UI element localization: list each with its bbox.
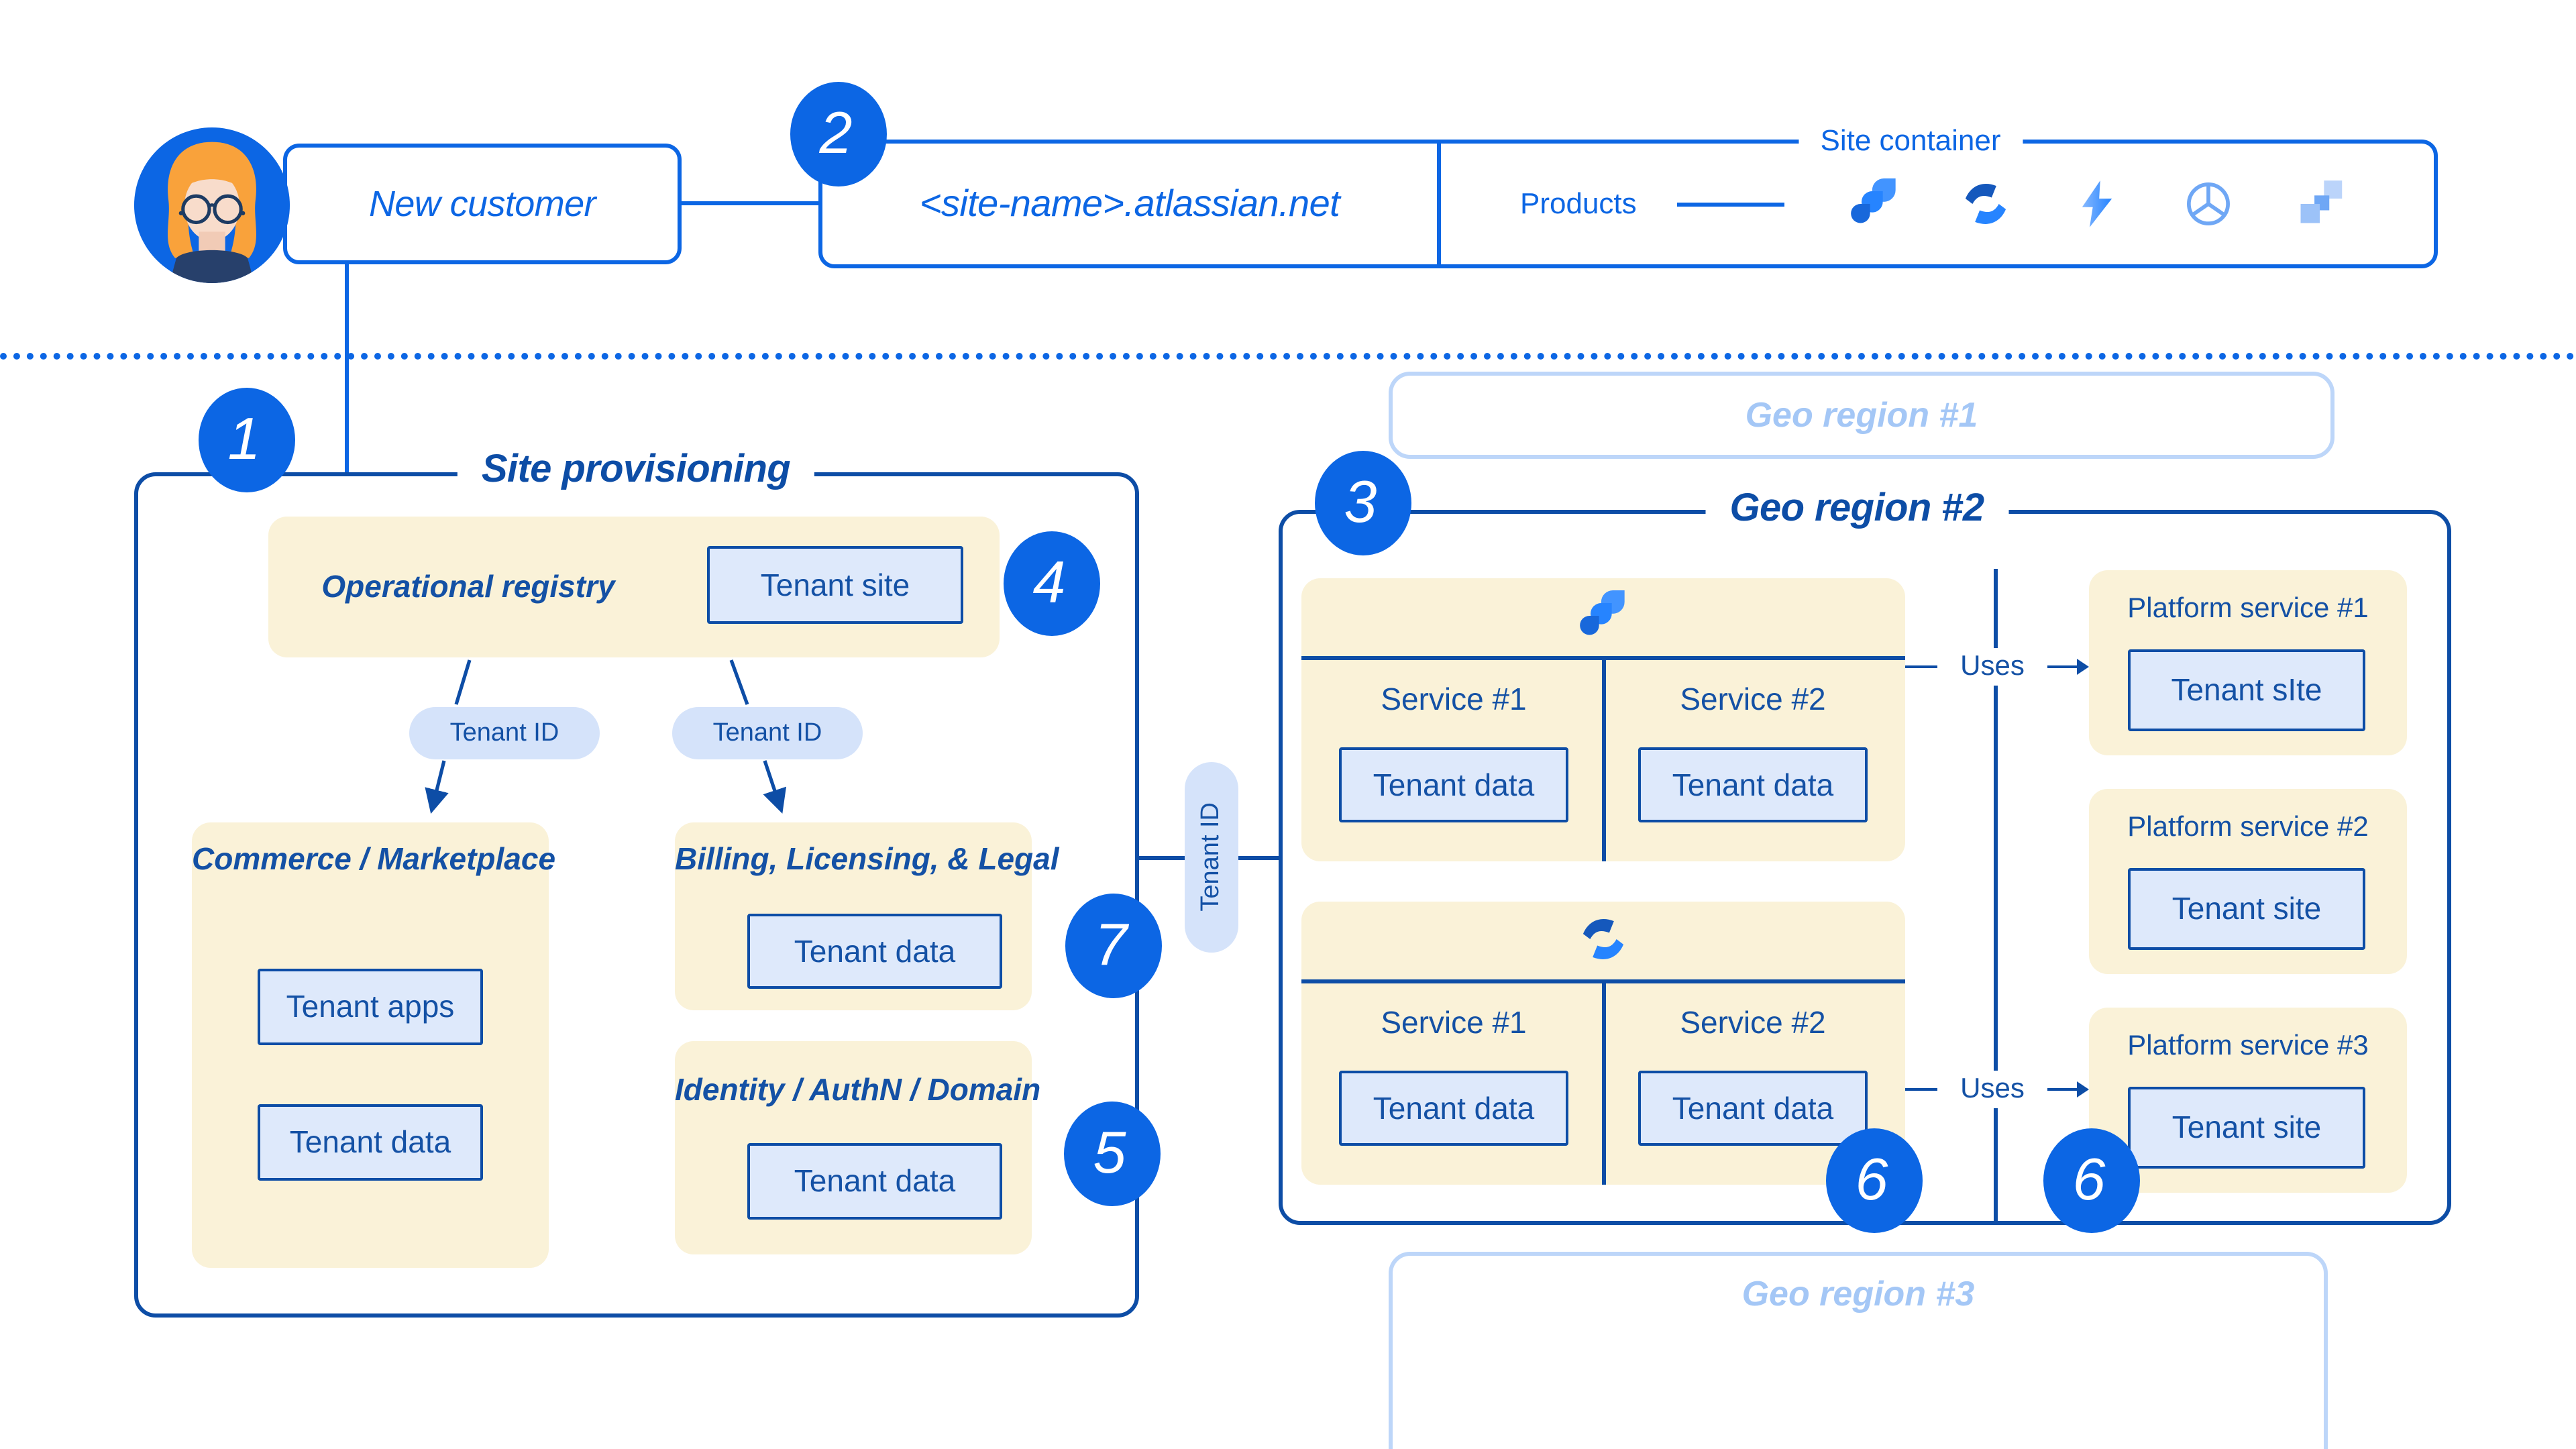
commerce-tenant-data-box: Tenant data bbox=[258, 1104, 483, 1181]
confluence-service-1-tenant-data-box: Tenant data bbox=[1339, 1071, 1568, 1146]
jira-icon bbox=[1580, 590, 1625, 635]
operational-registry-title: Operational registry bbox=[321, 569, 615, 604]
step-badge-5: 5 bbox=[1064, 1102, 1161, 1206]
uses-connector-bottom: Uses bbox=[1905, 1068, 2089, 1111]
platform-service-3-tenant-site-box: Tenant site bbox=[2128, 1087, 2365, 1169]
geo-region-1-box: Geo region #1 bbox=[1389, 372, 2334, 459]
confluence-service-1-label: Service #1 bbox=[1381, 1005, 1527, 1040]
products-label: Products bbox=[1520, 186, 1637, 220]
step-badge-2: 2 bbox=[790, 82, 887, 186]
geo-region-3-label: Geo region #3 bbox=[1741, 1273, 1975, 1313]
confluence-services-header-line bbox=[1301, 979, 1905, 983]
uses-label: Uses bbox=[1953, 1071, 2031, 1108]
step-badge-6b: 6 bbox=[2043, 1128, 2140, 1233]
step-badge-3: 3 bbox=[1315, 451, 1411, 555]
jira-service-2-label: Service #2 bbox=[1680, 682, 1826, 716]
uses-label: Uses bbox=[1953, 648, 2031, 686]
region-separator-dotted-line bbox=[0, 353, 2576, 360]
platform-service-1-tenant-site-box: Tenant sIte bbox=[2128, 649, 2365, 731]
uses-arrow-icon bbox=[2047, 659, 2089, 675]
site-container-label: Site container bbox=[1799, 123, 2023, 158]
statuspage-icon bbox=[2186, 182, 2230, 225]
platform-service-2-title: Platform service #2 bbox=[2127, 812, 2369, 843]
geo-region-2-title: Geo region #2 bbox=[1705, 487, 2008, 531]
new-customer-label: New customer bbox=[369, 183, 596, 223]
identity-tenant-data-box: Tenant data bbox=[747, 1143, 1002, 1220]
products-dash-line bbox=[1676, 202, 1784, 206]
commerce-marketplace-title: Commerce / Marketplace bbox=[192, 841, 556, 876]
confluence-icon bbox=[1582, 919, 1624, 959]
geo-region-1-label: Geo region #1 bbox=[1745, 394, 1978, 435]
uses-connector-top: Uses bbox=[1905, 645, 2089, 688]
site-container-box: <site-name>.atlassian.net Products bbox=[818, 123, 2438, 268]
customer-to-site-line bbox=[679, 201, 821, 205]
step-badge-4: 4 bbox=[1004, 531, 1100, 636]
step-badge-1: 1 bbox=[199, 388, 295, 492]
blocks-icon bbox=[2300, 180, 2342, 223]
commerce-marketplace-box bbox=[192, 822, 549, 1268]
commerce-tenant-apps-box: Tenant apps bbox=[258, 969, 483, 1045]
uses-dash-line bbox=[1905, 665, 1937, 669]
billing-licensing-legal-title: Billing, Licensing, & Legal bbox=[675, 841, 1059, 876]
confluence-service-2-tenant-data-box: Tenant data bbox=[1638, 1071, 1868, 1146]
confluence-service-2-label: Service #2 bbox=[1680, 1005, 1826, 1040]
tenant-id-connector-label: Tenant ID bbox=[1197, 802, 1225, 912]
person-icon bbox=[133, 127, 290, 284]
lightning-icon bbox=[2082, 180, 2112, 227]
new-customer-box: New customer bbox=[283, 144, 682, 264]
confluence-services-column-line bbox=[1602, 982, 1605, 1185]
site-provisioning-title: Site provisioning bbox=[457, 448, 815, 492]
site-name-label: <site-name>.atlassian.net bbox=[919, 182, 1340, 224]
platform-service-3-title: Platform service #3 bbox=[2127, 1030, 2369, 1061]
tenant-id-pill-right: Tenant ID bbox=[672, 707, 863, 759]
jira-service-1-tenant-data-box: Tenant data bbox=[1339, 747, 1568, 822]
services-platform-divider-line bbox=[1994, 569, 1997, 1221]
platform-service-1-title: Platform service #1 bbox=[2127, 593, 2369, 624]
customer-to-provisioning-line bbox=[345, 262, 349, 474]
jira-service-2-tenant-data-box: Tenant data bbox=[1638, 747, 1868, 822]
jira-services-header-line bbox=[1301, 656, 1905, 659]
identity-authn-domain-title: Identity / AuthN / Domain bbox=[675, 1072, 1041, 1107]
step-badge-7: 7 bbox=[1065, 894, 1162, 998]
jira-icon bbox=[1850, 178, 1896, 223]
tenant-id-connector-pill: Tenant ID bbox=[1185, 762, 1238, 953]
jira-services-column-line bbox=[1602, 659, 1605, 861]
billing-tenant-data-box: Tenant data bbox=[747, 914, 1002, 989]
confluence-icon bbox=[1965, 184, 2006, 224]
customer-avatar bbox=[133, 126, 291, 284]
site-products-divider bbox=[1437, 144, 1441, 264]
platform-service-2-tenant-site-box: Tenant site bbox=[2128, 868, 2365, 950]
geo-region-3-box: Geo region #3 bbox=[1389, 1252, 2328, 1449]
uses-arrow-icon bbox=[2047, 1081, 2089, 1097]
registry-tenant-site-box: Tenant site bbox=[707, 546, 963, 624]
step-badge-6a: 6 bbox=[1826, 1128, 1923, 1233]
tenant-id-pill-left: Tenant ID bbox=[409, 707, 600, 759]
jira-service-1-label: Service #1 bbox=[1381, 682, 1527, 716]
uses-dash-line bbox=[1905, 1087, 1937, 1091]
